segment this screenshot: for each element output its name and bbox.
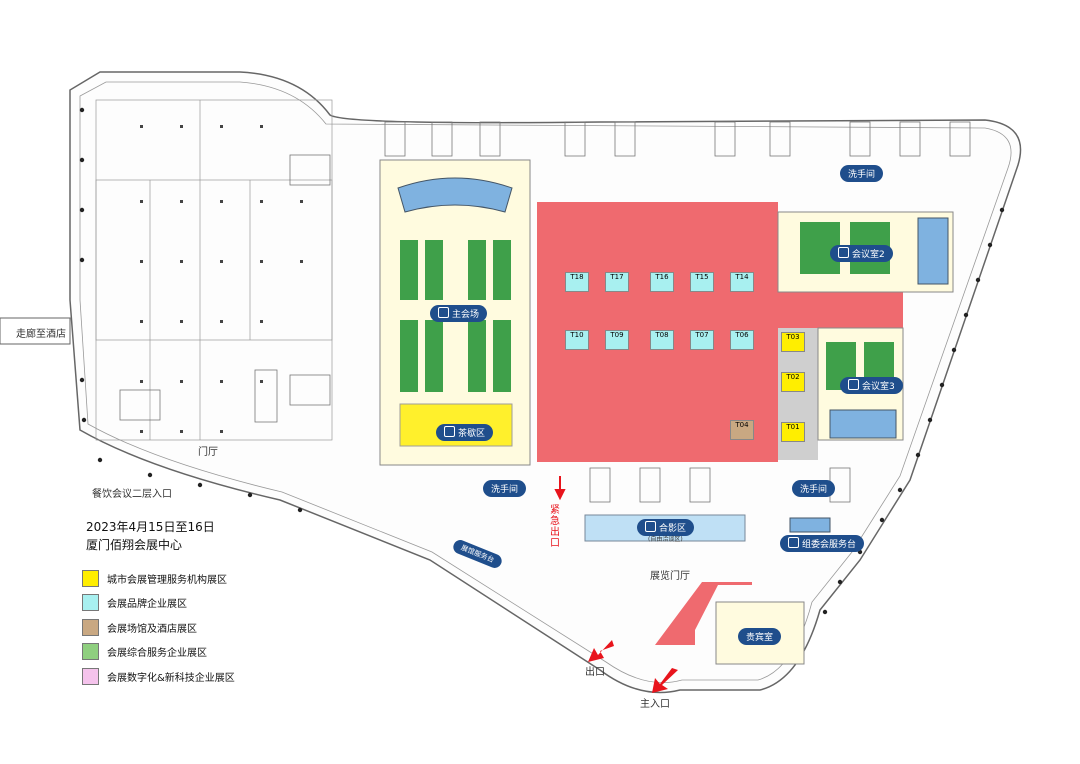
booth-t07: T07 xyxy=(690,330,714,350)
booth-t02: T02 xyxy=(781,372,805,392)
booth-id: T17 xyxy=(610,273,624,281)
washroom-text-3: 洗手间 xyxy=(800,485,828,495)
committee-desk-text: 组委会服务台 xyxy=(802,540,857,550)
photo-area-sub: (自由洽谈区) xyxy=(648,536,683,543)
booth-t09: T09 xyxy=(605,330,629,350)
stairs xyxy=(119,121,971,503)
booth-id: T16 xyxy=(655,273,669,281)
booth-id: T02 xyxy=(786,373,800,381)
legend-item: 会展数字化&新科技企业展区 xyxy=(82,664,235,689)
inner-outline xyxy=(79,81,1012,683)
legend-item: 会展品牌企业展区 xyxy=(82,591,235,616)
legend-item: 城市会展管理服务机构展区 xyxy=(82,566,235,591)
perimeter-dots xyxy=(79,107,1005,615)
meeting3-label: 会议室3 xyxy=(840,377,903,394)
vip-room-text: 贵宾室 xyxy=(746,633,774,643)
booth-id: T07 xyxy=(695,331,709,339)
emergency-label: 紧急出口 xyxy=(550,505,560,549)
meeting2-label: 会议室2 xyxy=(830,245,893,262)
meeting3-screen xyxy=(829,409,897,439)
left-hall xyxy=(95,99,333,441)
booth-t17: T17 xyxy=(605,272,629,292)
lobby-label: 门厅 xyxy=(198,447,218,458)
booth-t10: T10 xyxy=(565,330,589,350)
legend-label: 城市会展管理服务机构展区 xyxy=(107,574,227,586)
legend-label: 会展场馆及酒店展区 xyxy=(107,623,197,635)
legend-swatch xyxy=(82,643,99,661)
legend-label: 会展品牌企业展区 xyxy=(107,599,187,611)
legend-label: 会展数字化&新科技企业展区 xyxy=(107,672,235,684)
legend-swatch xyxy=(82,667,99,685)
booth-t16: T16 xyxy=(650,272,674,292)
meeting2-text: 会议室2 xyxy=(852,250,885,260)
desk-icon xyxy=(788,537,799,548)
event-date: 2023年4月15日至16日 xyxy=(86,520,215,534)
booth-t04: T04 xyxy=(730,420,754,440)
meeting2-screen xyxy=(917,217,949,285)
photo-area-text: 合影区 xyxy=(659,524,687,534)
washroom-label-3: 洗手间 xyxy=(792,480,836,497)
booth-t01: T01 xyxy=(781,422,805,442)
legend-item: 会展场馆及酒店展区 xyxy=(82,615,235,640)
booth-id: T01 xyxy=(786,423,800,431)
seat-icon xyxy=(438,307,449,318)
seat-icon xyxy=(838,247,849,258)
tea-area-label: 茶歇区 xyxy=(436,424,494,441)
meeting3-text: 会议室3 xyxy=(862,382,895,392)
exit-label: 出口 xyxy=(585,667,605,678)
photo-area-label: 合影区 xyxy=(637,519,695,536)
hall-seating xyxy=(400,240,511,392)
dining-label: 餐饮会议二层入口 xyxy=(92,489,172,500)
event-info: 2023年4月15日至16日 厦门佰翔会展中心 xyxy=(86,518,215,554)
main-entrance-label: 主入口 xyxy=(640,699,670,710)
legend: 城市会展管理服务机构展区 会展品牌企业展区 会展场馆及酒店展区 会展综合服务企业… xyxy=(82,566,235,689)
committee-desk-zone xyxy=(789,517,831,533)
column-dots xyxy=(140,125,303,433)
washroom-label-1: 洗手间 xyxy=(840,165,884,182)
corridor-label: 走廊至酒店 xyxy=(16,329,66,340)
legend-swatch xyxy=(82,569,99,587)
main-hall-label: 主会场 xyxy=(430,305,488,322)
booth-t06: T06 xyxy=(730,330,754,350)
corridor-stub xyxy=(0,317,71,345)
booth-id: T08 xyxy=(655,331,669,339)
seat-icon xyxy=(848,379,859,390)
washroom-label-2: 洗手间 xyxy=(483,480,527,497)
booth-id: T18 xyxy=(570,273,584,281)
booth-id: T15 xyxy=(695,273,709,281)
booth-t14: T14 xyxy=(730,272,754,292)
main-hall-text: 主会场 xyxy=(452,310,480,320)
booth-t18: T18 xyxy=(565,272,589,292)
washroom-text-2: 洗手间 xyxy=(491,485,519,495)
washroom-text-1: 洗手间 xyxy=(848,170,876,180)
tea-area-text: 茶歇区 xyxy=(458,429,486,439)
legend-swatch xyxy=(82,594,99,612)
booth-t03: T03 xyxy=(781,332,805,352)
emergency-arrow xyxy=(554,476,566,501)
booth-id: T10 xyxy=(570,331,584,339)
cup-icon xyxy=(444,426,455,437)
entrance-arrow xyxy=(652,668,678,693)
legend-item: 会展综合服务企业展区 xyxy=(82,640,235,665)
legend-label: 会展综合服务企业展区 xyxy=(107,648,207,660)
booth-t08: T08 xyxy=(650,330,674,350)
exhibit-lobby-label: 展览门厅 xyxy=(650,571,690,582)
booth-t15: T15 xyxy=(690,272,714,292)
exit-arrow xyxy=(588,640,614,662)
booth-id: T14 xyxy=(735,273,749,281)
people-icon xyxy=(645,521,656,532)
booth-id: T04 xyxy=(735,421,749,429)
event-venue: 厦门佰翔会展中心 xyxy=(86,538,183,552)
booth-id: T03 xyxy=(786,333,800,341)
committee-desk-label: 组委会服务台 xyxy=(780,535,865,552)
legend-swatch xyxy=(82,618,99,636)
booth-id: T06 xyxy=(735,331,749,339)
booth-id: T09 xyxy=(610,331,624,339)
vip-room-label: 贵宾室 xyxy=(738,628,782,645)
stage xyxy=(397,177,513,213)
